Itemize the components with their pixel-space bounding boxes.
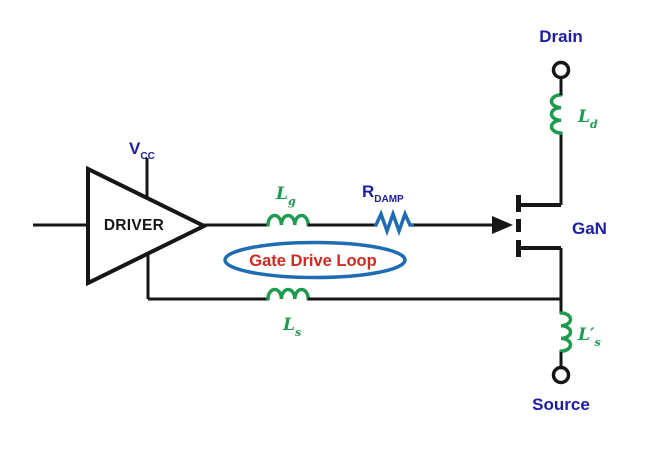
rdamp-label-sub: DAMP [374, 194, 404, 205]
ls-label-main: L [282, 315, 295, 335]
lg-inductor [266, 213, 310, 227]
lg-label-sub: g [288, 195, 296, 208]
ls-label: Ls [282, 315, 301, 339]
ls-prime-label: L′s [577, 325, 601, 349]
ls-prime-inductor [559, 311, 573, 353]
gate-drive-loop-label: Gate Drive Loop [249, 252, 376, 270]
ld-label-sub: d [590, 118, 598, 131]
vcc-label-sub: CC [140, 151, 154, 162]
gan-mosfet-symbol [516, 195, 561, 257]
lg-label-main: L [275, 184, 288, 204]
rdamp-label-main: R [362, 182, 374, 201]
ld-inductor [549, 93, 563, 135]
driver-label: DRIVER [104, 217, 164, 234]
rdamp-resistor [374, 208, 416, 237]
drain-terminal [551, 60, 571, 80]
ls-prime-label-main: L′ [577, 325, 595, 345]
gate-arrow-icon [492, 216, 513, 234]
gan-label: GaN [572, 219, 607, 238]
drain-label: Drain [539, 27, 582, 46]
ls-prime-label-sub: s [594, 336, 600, 349]
source-label: Source [532, 395, 590, 414]
ls-label-sub: s [295, 326, 301, 339]
gate-drive-loop-ellipse [223, 240, 407, 280]
vcc-label-main: V [129, 139, 141, 158]
vcc-label: VCC [129, 139, 155, 162]
ld-label: Ld [577, 107, 598, 131]
rdamp-label: RDAMP [362, 182, 404, 205]
ld-label-main: L [577, 107, 590, 127]
ls-inductor [266, 287, 310, 301]
source-terminal [551, 365, 571, 385]
lg-label: Lg [275, 184, 296, 208]
